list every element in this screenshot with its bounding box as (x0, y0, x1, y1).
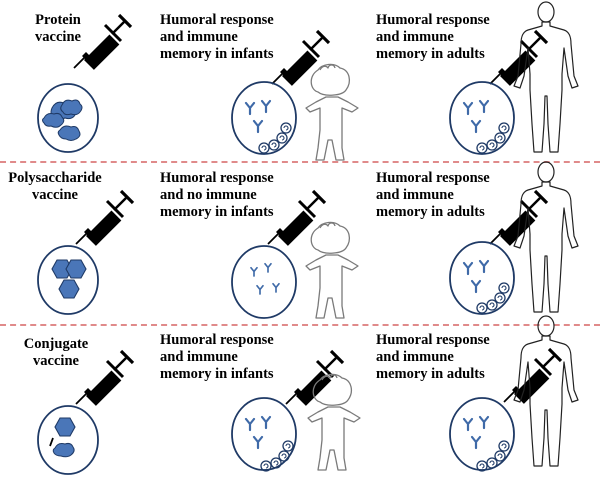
adult-outline-icon (513, 315, 579, 467)
row-divider-2 (0, 324, 600, 326)
syringe-icon (502, 347, 563, 406)
syringe-icon (74, 349, 135, 408)
antibody-circle-icon (449, 81, 515, 155)
row-divider-1 (0, 161, 600, 163)
antigen-circle-icon (37, 405, 99, 475)
antigen-circle-icon (37, 83, 99, 153)
antibody-circle-icon (231, 397, 297, 472)
syringe-icon (266, 189, 327, 248)
row1-adult-label: Humoral response and immune memory in ad… (376, 12, 490, 62)
syringe-icon (488, 29, 549, 88)
infant-outline-icon (305, 63, 359, 161)
row2-adult-label: Humoral response and immune memory in ad… (376, 170, 490, 220)
infant-outline-icon (305, 221, 359, 319)
antibody-circle-icon (449, 241, 515, 315)
syringe-icon (74, 189, 135, 248)
memory-cell-icon (476, 282, 510, 314)
conjugate-vaccine-label: Conjugate vaccine (23, 336, 89, 369)
polysaccharide-vaccine-label: Polysaccharide vaccine (8, 170, 102, 203)
antibody-circle-icon (231, 245, 297, 319)
row2-infant-label: Humoral response and no immune memory in… (160, 170, 274, 220)
adult-outline-icon (513, 1, 579, 153)
antigen-circle-icon (37, 245, 99, 315)
antibody-circle-icon (231, 81, 297, 155)
row3-infant-label: Humoral response and immune memory in in… (160, 332, 274, 382)
antibody-circle-icon (449, 397, 515, 472)
protein-vaccine-label: Protein vaccine (35, 12, 81, 45)
syringe-icon (72, 13, 133, 72)
adult-outline-icon (513, 161, 579, 313)
syringe-icon (488, 189, 549, 248)
memory-cell-icon (258, 122, 292, 154)
syringe-icon (270, 29, 331, 88)
memory-cell-icon (476, 122, 510, 154)
row1-infant-label: Humoral response and immune memory in in… (160, 12, 274, 62)
memory-cell-icon (476, 440, 510, 472)
row3-adult-label: Humoral response and immune memory in ad… (376, 332, 490, 382)
